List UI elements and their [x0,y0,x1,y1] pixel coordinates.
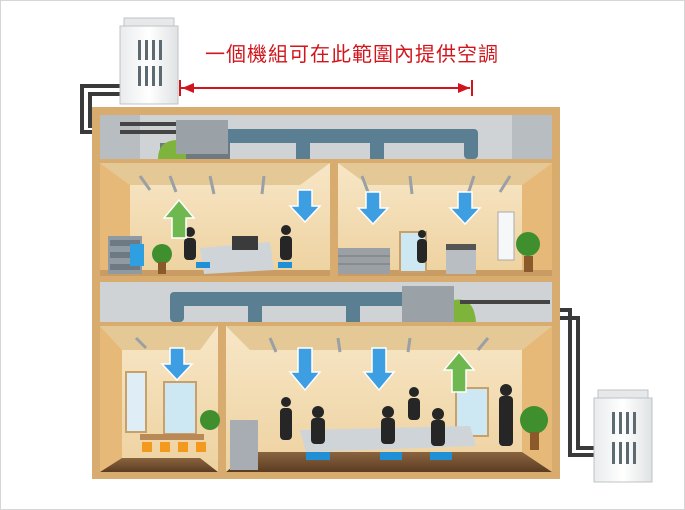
outdoor-unit-icon [593,389,653,483]
office-chairs [196,262,452,460]
copier [446,248,476,274]
down-airflow-arrow-icon [160,189,482,392]
duct-middle [170,292,420,322]
plant-icon [152,232,548,450]
outdoor-unit-icon [119,17,179,105]
range-arrow [179,80,473,96]
file-cabinet [230,420,258,470]
ceiling-lights-upper [138,175,512,195]
person-silhouette-icon [184,225,513,446]
cabinet [338,248,390,274]
meeting-chairs [142,442,206,452]
indoor-unit-middle [454,299,476,322]
up-return-arrow-icon [162,198,476,393]
meeting-table [140,434,204,440]
ceiling-lights-lower [134,336,490,353]
refrigerant-pipe-right [556,308,600,457]
coverage-caption: 一個機組可在此範圍內提供空調 [205,42,499,66]
